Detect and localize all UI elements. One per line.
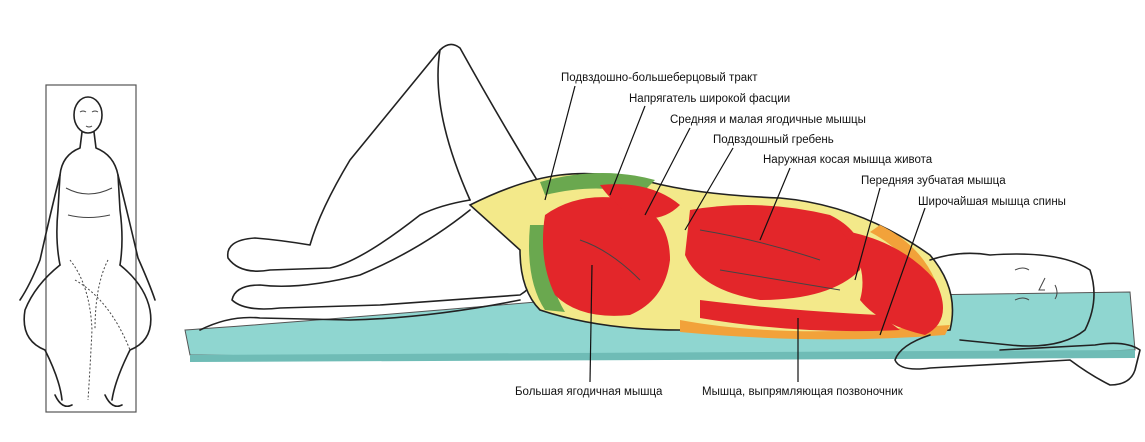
label-latissimus-dorsi: Широчайшая мышца спины [918,196,1066,208]
label-iliac-crest: Подвздошный гребень [713,134,834,146]
label-external-oblique: Наружная косая мышца живота [763,154,933,166]
gluteus-maximus-muscle [542,197,670,316]
seated-figure-inset [19,84,156,413]
erector-spinae-muscle [700,300,900,332]
label-tensor-fasciae-latae: Напрягатель широкой фасции [629,93,790,105]
legs [199,43,542,331]
latissimus-muscle [840,230,943,335]
external-oblique-muscle [685,205,862,300]
label-gluteus-maximus: Большая ягодичная мышца [515,386,663,398]
head-and-arm [894,252,1141,386]
label-iliotibial-tract: Подвздошно-большеберцовый тракт [561,72,758,84]
gluteus-medius-muscle [600,184,680,219]
label-gluteus-medius-minimus: Средняя и малая ягодичные мышцы [670,114,866,126]
label-erector-spinae: Мышца, выпрямляющая позвоночник [702,386,904,398]
leader-lines [544,85,926,383]
label-serratus-anterior: Передняя зубчатая мышца [861,175,1006,187]
